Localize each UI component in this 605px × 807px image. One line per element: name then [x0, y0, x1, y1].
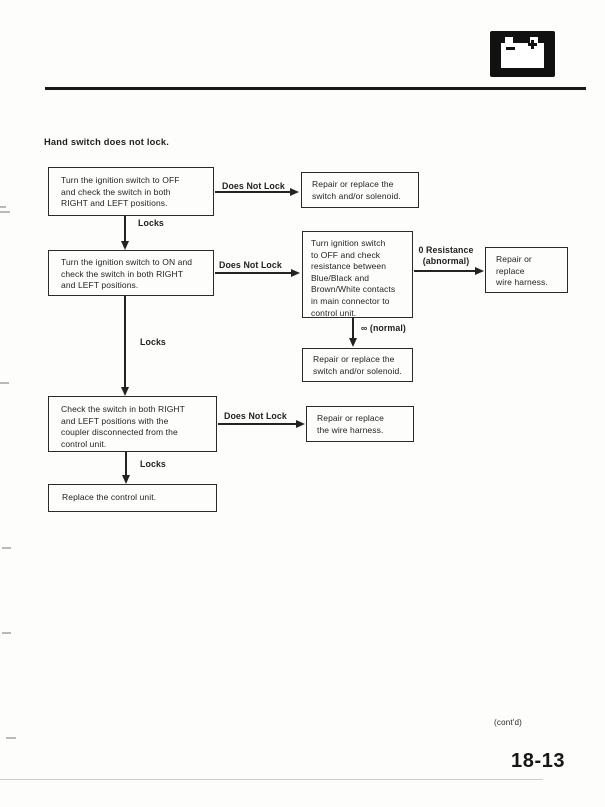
edge-label-infinity-normal: ∞ (normal) [361, 323, 406, 333]
flow-node-replace-control-unit: Replace the control unit. [48, 484, 217, 512]
edge-label-does-not-lock-3: Does Not Lock [224, 411, 287, 421]
flow-node-repair-switch-solenoid-2: Repair or replace the switch and/or sole… [302, 348, 413, 382]
page-number: 18-13 [511, 750, 566, 772]
flow-node-check-coupler: Check the switch in both RIGHT and LEFT … [48, 396, 217, 452]
flow-node-ignition-off: Turn the ignition switch to OFF and chec… [48, 167, 214, 216]
arrow-line-on-to-resistance [215, 272, 291, 274]
edge-label-does-not-lock-1: Does Not Lock [222, 181, 285, 191]
edge-label-locks-3: Locks [140, 459, 166, 469]
edge-label-locks-2: Locks [140, 337, 166, 347]
arrowhead-right-icon [296, 420, 305, 428]
arrowhead-right-icon [291, 269, 300, 277]
arrowhead-down-icon [349, 338, 357, 347]
edge-label-does-not-lock-2: Does Not Lock [219, 260, 282, 270]
arrow-line-resistance-to-harness [414, 270, 475, 272]
scan-artifact [0, 206, 6, 208]
scan-artifact [0, 382, 9, 384]
arrowhead-down-icon [121, 387, 129, 396]
arrow-line-on-to-coupler [124, 296, 126, 387]
flow-node-check-resistance: Turn ignition switch to OFF and check re… [302, 231, 413, 318]
arrow-line-coupler-to-harness2 [218, 423, 296, 425]
arrowhead-down-icon [122, 475, 130, 484]
edge-label-locks-1: Locks [138, 218, 164, 228]
battery-icon [490, 31, 555, 77]
continued-note: (cont'd) [494, 718, 523, 727]
page-title: Hand switch does not lock. [44, 137, 170, 147]
scan-artifact [2, 547, 11, 549]
flow-node-repair-wire-harness-2: Repair or replace the wire harness. [306, 406, 414, 442]
arrow-line-off-to-on [124, 216, 126, 242]
flow-node-repair-switch-solenoid-1: Repair or replace the switch and/or sole… [301, 172, 419, 208]
scan-artifact [2, 632, 11, 634]
arrowhead-right-icon [475, 267, 484, 275]
edge-label-zero-resistance: 0 Resistance (abnormal) [418, 245, 474, 266]
scan-artifact [6, 737, 16, 739]
arrow-line-coupler-to-control [125, 452, 127, 475]
arrow-line-off-to-repair1 [215, 191, 290, 193]
header-rule [45, 87, 586, 90]
arrowhead-down-icon [121, 241, 129, 250]
footer-rule [0, 779, 543, 780]
flow-node-repair-wire-harness-1: Repair or replace wire harness. [485, 247, 568, 293]
flow-node-ignition-on: Turn the ignition switch to ON and check… [48, 250, 214, 296]
arrow-line-resistance-to-repair2 [352, 318, 354, 338]
arrowhead-right-icon [290, 188, 299, 196]
scan-artifact [0, 211, 10, 213]
